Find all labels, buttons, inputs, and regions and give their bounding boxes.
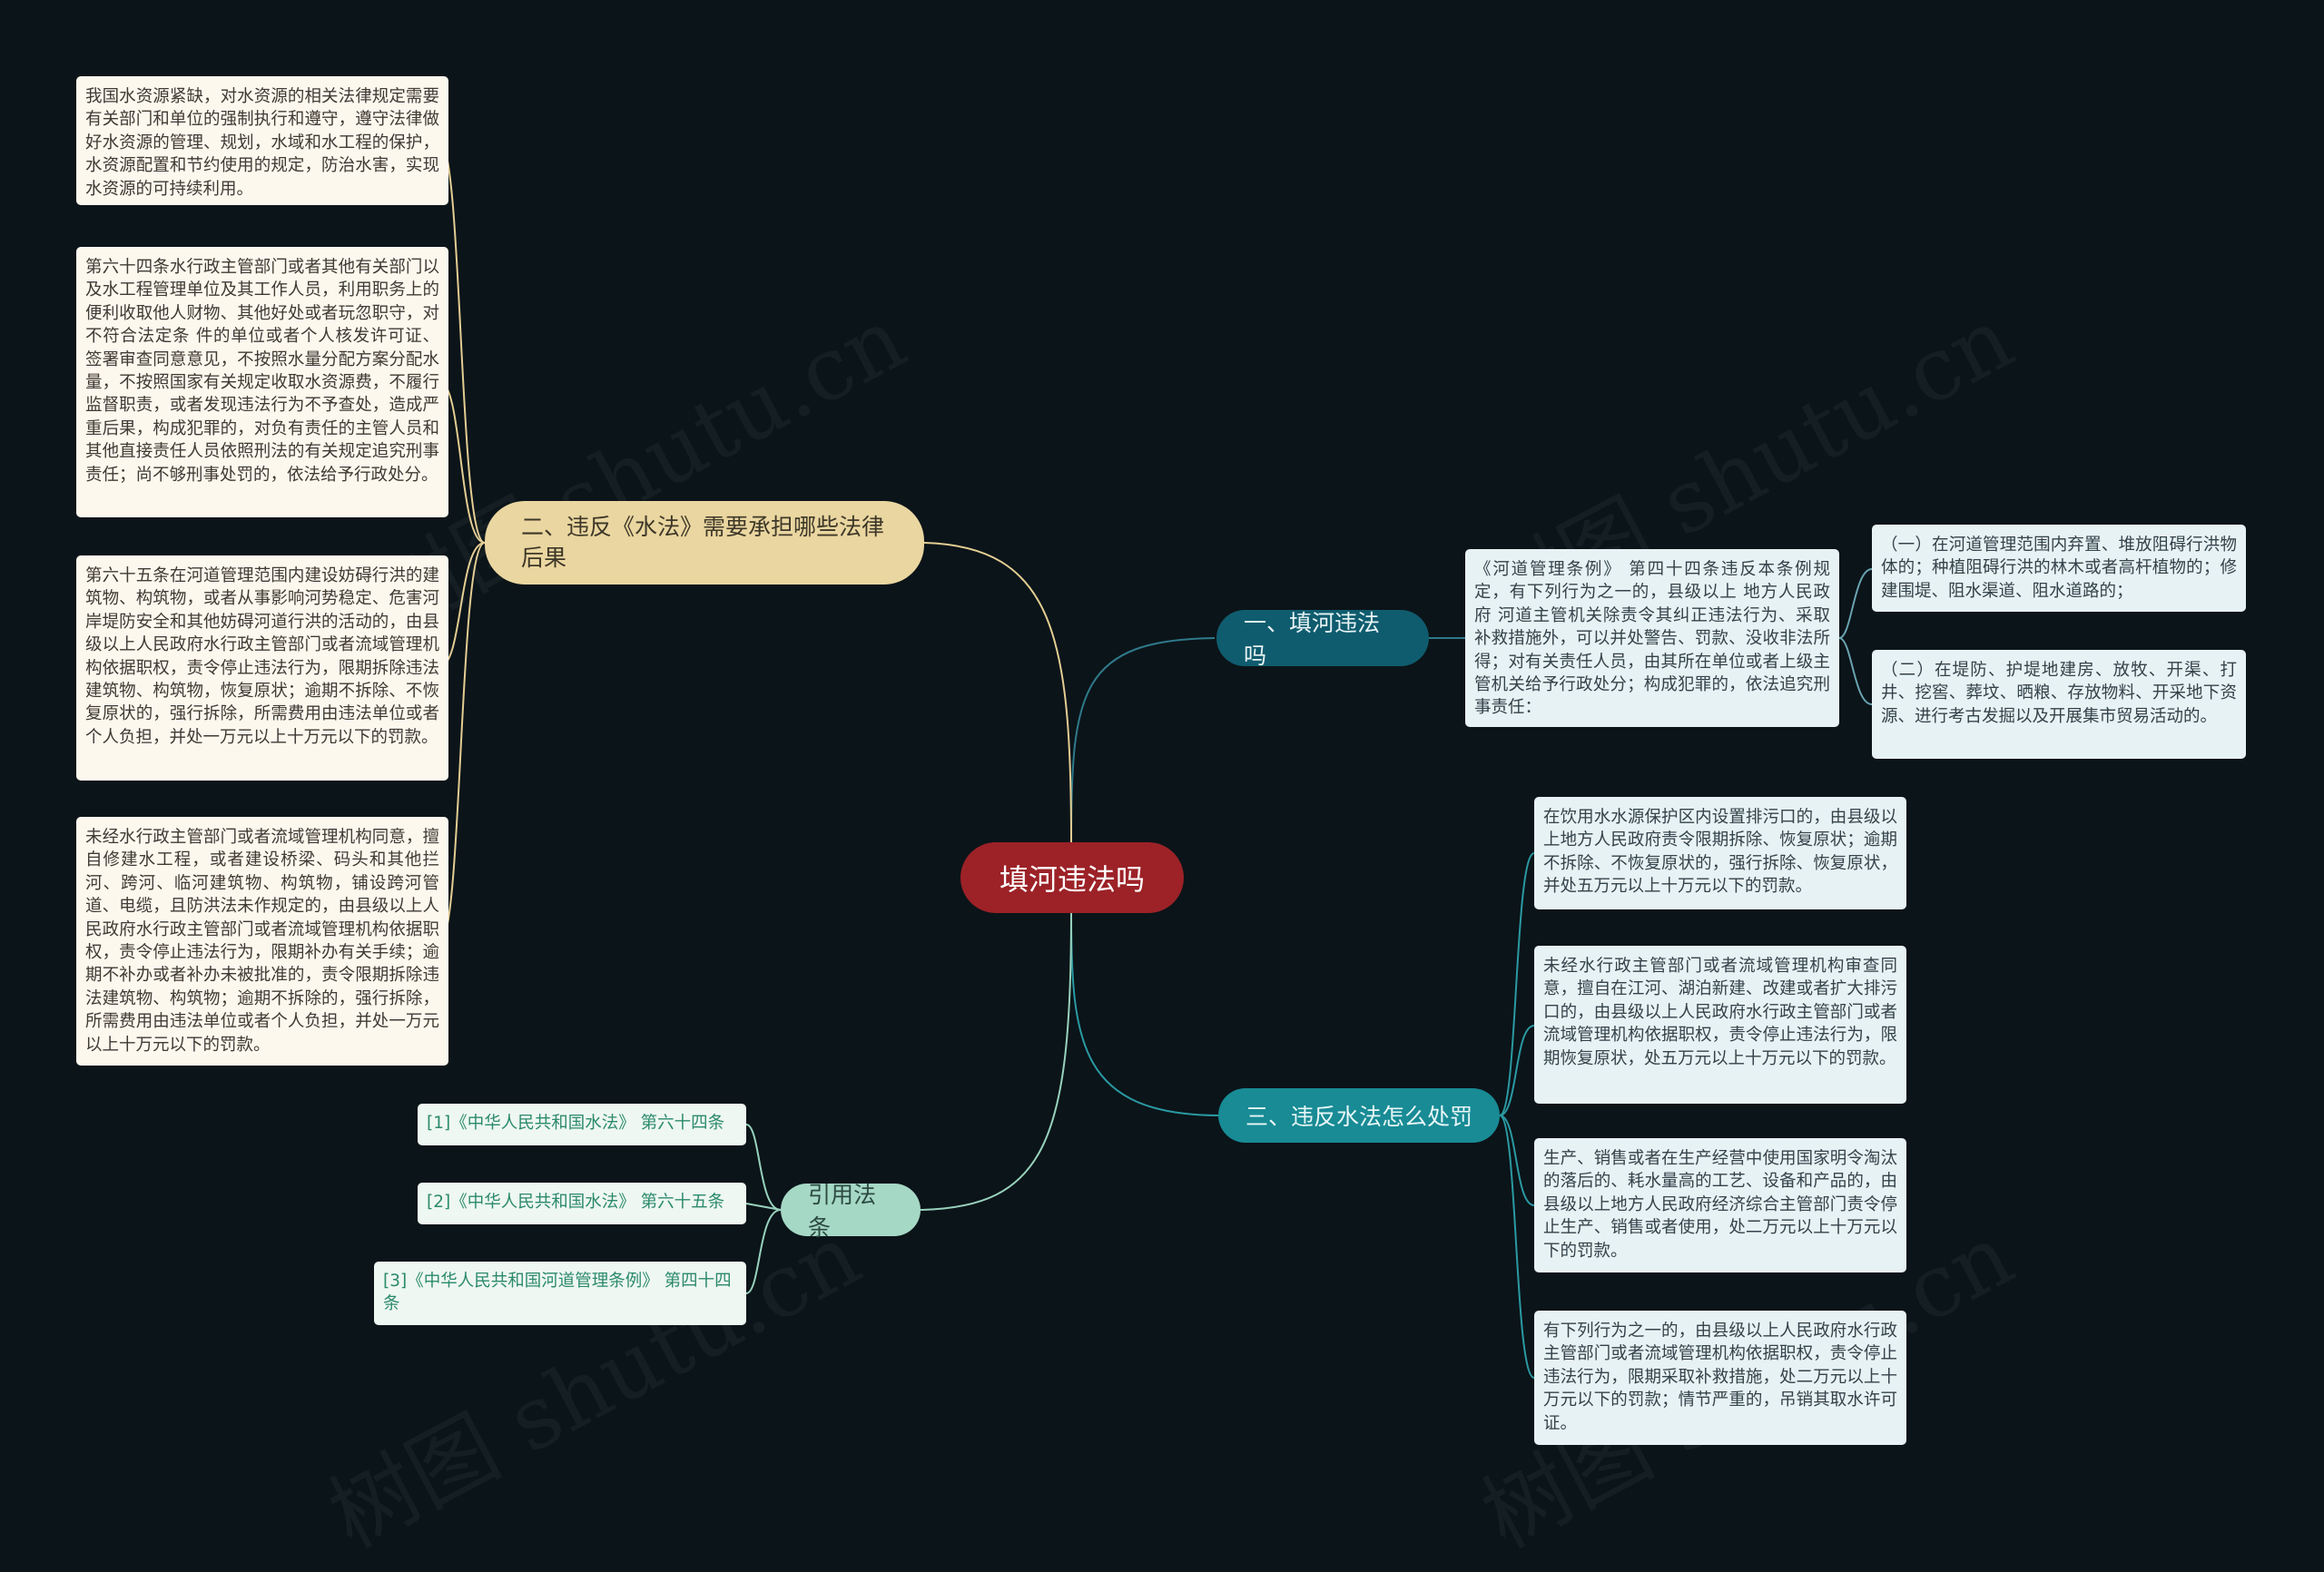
leaf-river-regulation-summary[interactable]: 《河道管理条例》 第四十四条违反本条例规定，有下列行为之一的，县级以上 地方人民… (1465, 549, 1839, 727)
leaf-penalty-1[interactable]: 在饮用水水源保护区内设置排污口的，由县级以上地方人民政府责令限期拆除、恢复原状；… (1534, 797, 1906, 909)
citation-1[interactable]: [1]《中华人民共和国水法》 第六十四条 (418, 1104, 746, 1145)
branch-is-river-filling-illegal[interactable]: 一、填河违法吗 (1216, 610, 1429, 669)
leaf-penalty-2[interactable]: 未经水行政主管部门或者流域管理机构审查同意，擅自在江河、湖泊新建、改建或者扩大排… (1534, 946, 1906, 1104)
leaf-water-law-2[interactable]: 第六十四条水行政主管部门或者其他有关部门以及水工程管理单位及其工作人员，利用职务… (76, 247, 448, 517)
leaf-water-law-4[interactable]: 未经水行政主管部门或者流域管理机构同意，擅自修建水工程，或者建设桥梁、码头和其他… (76, 817, 448, 1066)
branch-water-law-penalties[interactable]: 三、违反水法怎么处罚 (1218, 1088, 1500, 1143)
branch-water-law-consequences[interactable]: 二、违反《水法》需要承担哪些法律后果 (485, 501, 924, 585)
leaf-penalty-3[interactable]: 生产、销售或者在生产经营中使用国家明令淘汰的落后的、耗水量高的工艺、设备和产品的… (1534, 1138, 1906, 1272)
citation-2[interactable]: [2]《中华人民共和国水法》 第六十五条 (418, 1183, 746, 1224)
citation-3[interactable]: [3]《中华人民共和国河道管理条例》 第四十四条 (374, 1262, 746, 1325)
leaf-river-item-1[interactable]: （一）在河道管理范围内弃置、堆放阻碍行洪物体的；种植阻碍行洪的林木或者高杆植物的… (1872, 525, 2246, 612)
leaf-water-law-3[interactable]: 第六十五条在河道管理范围内建设妨碍行洪的建筑物、构筑物，或者从事影响河势稳定、危… (76, 555, 448, 781)
leaf-penalty-4[interactable]: 有下列行为之一的，由县级以上人民政府水行政主管部门或者流域管理机构依据职权，责令… (1534, 1311, 1906, 1445)
connector-lines (438, 140, 1873, 1379)
root-topic[interactable]: 填河违法吗 (960, 842, 1184, 913)
leaf-river-item-2[interactable]: （二）在堤防、护堤地建房、放牧、开渠、打井、挖窖、葬坟、晒粮、存放物料、开采地下… (1872, 650, 2246, 759)
leaf-water-law-1[interactable]: 我国水资源紧缺，对水资源的相关法律规定需要有关部门和单位的强制执行和遵守，遵守法… (76, 76, 448, 205)
branch-cited-laws[interactable]: 引用法条 (781, 1182, 921, 1241)
